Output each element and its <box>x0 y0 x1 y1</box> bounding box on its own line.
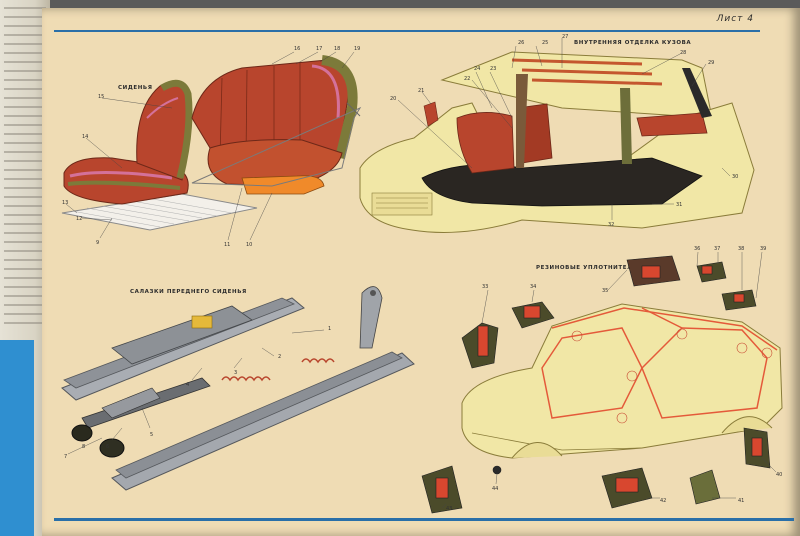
seal-callout-41: 41 <box>738 498 744 504</box>
bottom-rule <box>54 518 794 521</box>
interior-callout-29: 29 <box>708 60 714 66</box>
seal-callout-42: 42 <box>660 498 666 504</box>
interior-illustration: 26 25 27 28 29 24 23 22 21 20 30 31 32 <box>359 34 755 233</box>
sheet-label: Лист 4 <box>716 14 754 24</box>
seat-callout-12: 12 <box>76 216 82 222</box>
interior-callout-25a: 25 <box>542 40 548 46</box>
interior-callout-21: 21 <box>418 88 424 94</box>
slide-callout-6: 6 <box>106 444 109 450</box>
interior-callout-20: 20 <box>390 96 396 102</box>
seal-callout-33: 33 <box>482 284 488 290</box>
slide-callout-4: 4 <box>186 382 189 388</box>
seat-callout-19: 19 <box>354 46 360 52</box>
seat-callout-15: 15 <box>98 94 104 100</box>
left-page-text-lines <box>0 7 50 324</box>
interior-callout-30: 30 <box>732 174 738 180</box>
title-seals: РЕЗИНОВЫЕ УПЛОТНИТЕЛИ <box>536 265 638 271</box>
slide-callout-1: 1 <box>328 326 331 332</box>
slides-illustration: 1 2 3 4 5 6 7 8 <box>61 286 415 491</box>
left-page-blue-block <box>0 340 34 536</box>
interior-callout-24: 24 <box>474 66 480 72</box>
seal-callout-36: 36 <box>694 246 700 252</box>
slide-callout-5: 5 <box>150 432 153 438</box>
seal-callout-44: 44 <box>492 486 498 492</box>
left-page-edge <box>0 0 50 536</box>
interior-callout-27: 27 <box>562 34 568 40</box>
title-slides: САЛАЗКИ ПЕРЕДНЕГО СИДЕНЬЯ <box>130 289 247 295</box>
seal-callout-40: 40 <box>776 472 782 478</box>
interior-callout-26: 26 <box>518 40 524 46</box>
seat-callout-10: 10 <box>246 242 252 248</box>
interior-callout-22: 22 <box>464 76 470 82</box>
seal-callout-43: 43 <box>446 506 452 512</box>
seat-callout-17: 17 <box>316 46 322 52</box>
seats-illustration: 16 17 18 19 15 14 13 12 11 10 9 <box>61 46 362 248</box>
slide-callout-3: 3 <box>234 370 237 376</box>
slide-callout-7: 7 <box>64 454 67 460</box>
interior-callout-31: 31 <box>676 202 682 208</box>
seat-callout-13: 13 <box>62 200 68 206</box>
illustration-layer: 16 17 18 19 15 14 13 12 11 10 9 <box>61 34 783 514</box>
seal-callout-39: 39 <box>760 246 766 252</box>
title-interior: ВНУТРЕННЯЯ ОТДЕЛКА КУЗОВА <box>574 40 692 46</box>
seal-callout-38: 38 <box>738 246 744 252</box>
seal-callout-37: 37 <box>714 246 720 252</box>
title-seats: СИДЕНЬЯ <box>118 85 153 91</box>
seal-callout-34: 34 <box>530 284 536 290</box>
seat-callout-18: 18 <box>334 46 340 52</box>
seal-callout-35: 35 <box>602 288 608 294</box>
interior-callout-32: 32 <box>608 222 614 228</box>
seals-illustration: 33 34 35 36 37 38 39 40 41 42 43 44 <box>421 246 783 514</box>
seat-callout-9: 9 <box>96 240 99 246</box>
interior-callout-28: 28 <box>680 50 686 56</box>
seat-callout-14: 14 <box>82 134 88 140</box>
top-rule <box>54 30 760 32</box>
seat-callout-16: 16 <box>294 46 300 52</box>
slide-callout-8: 8 <box>82 444 85 450</box>
poster-sheet: Лист 4 СИДЕНЬЯ ВНУТРЕННЯЯ ОТДЕЛКА КУЗОВА… <box>42 8 800 536</box>
slide-callout-2: 2 <box>278 354 281 360</box>
seat-callout-11: 11 <box>224 242 230 248</box>
interior-callout-23: 23 <box>490 66 496 72</box>
